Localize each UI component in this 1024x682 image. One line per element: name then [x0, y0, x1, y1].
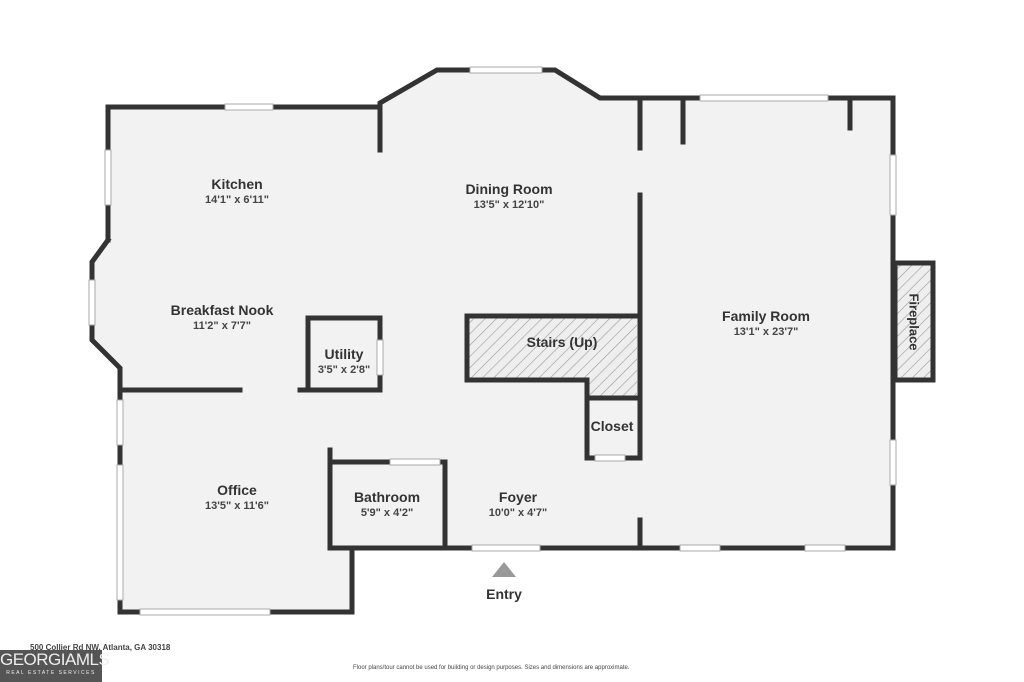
room-name: Dining Room	[465, 181, 553, 197]
stairs-label: Stairs (Up)	[527, 334, 598, 350]
fireplace	[892, 260, 936, 383]
room-bathroom: Bathroom 5'9" x 4'2"	[354, 489, 420, 519]
closet-text: Closet	[590, 418, 634, 434]
room-dims: 13'5" x 11'6"	[205, 500, 269, 512]
room-kitchen: Kitchen 14'1" x 6'11"	[205, 176, 269, 206]
room-name: Breakfast Nook	[170, 302, 274, 318]
room-name: Foyer	[498, 489, 538, 505]
stairs-text: Stairs (Up)	[526, 334, 598, 350]
fireplace-label: Fireplace	[906, 293, 922, 351]
entry-label: Entry	[486, 586, 522, 602]
room-dims: 13'5" x 12'10"	[473, 199, 545, 211]
room-breakfast-nook: Breakfast Nook 11'2" x 7'7"	[171, 302, 274, 332]
disclaimer: Floor plans/tour cannot be used for buil…	[353, 665, 630, 671]
room-office: Office 13'5" x 11'6"	[205, 482, 269, 512]
room-dims: 13'1" x 23'7"	[733, 326, 799, 338]
logo-name: GEORGIAMLS	[0, 650, 110, 669]
room-name: Utility	[324, 346, 364, 362]
entry-arrow-icon	[492, 562, 516, 577]
room-dims: 3'5" x 2'8"	[317, 364, 371, 376]
room-dims: 11'2" x 7'7"	[193, 320, 251, 332]
closet-label: Closet	[591, 418, 634, 434]
logo-tagline: REAL ESTATE SERVICES	[6, 670, 96, 676]
room-name: Kitchen	[211, 176, 263, 192]
room-dining: Dining Room 13'5" x 12'10"	[465, 181, 552, 211]
address: 500 Collier Rd NW, Atlanta, GA 30318	[30, 643, 171, 652]
room-utility: Utility 3'5" x 2'8"	[318, 346, 370, 376]
room-name: Family Room	[722, 308, 810, 324]
room-name: Office	[217, 482, 257, 498]
room-name: Bathroom	[353, 489, 421, 505]
room-dims: 14'1" x 6'11"	[205, 194, 269, 206]
room-foyer: Foyer 10'0" x 4'7"	[489, 489, 547, 519]
room-dims: 10'0" x 4'7"	[488, 507, 548, 519]
room-dims: 5'9" x 4'2"	[360, 507, 414, 519]
room-family: Family Room 13'1" x 23'7"	[722, 308, 810, 338]
windows	[88, 66, 897, 616]
